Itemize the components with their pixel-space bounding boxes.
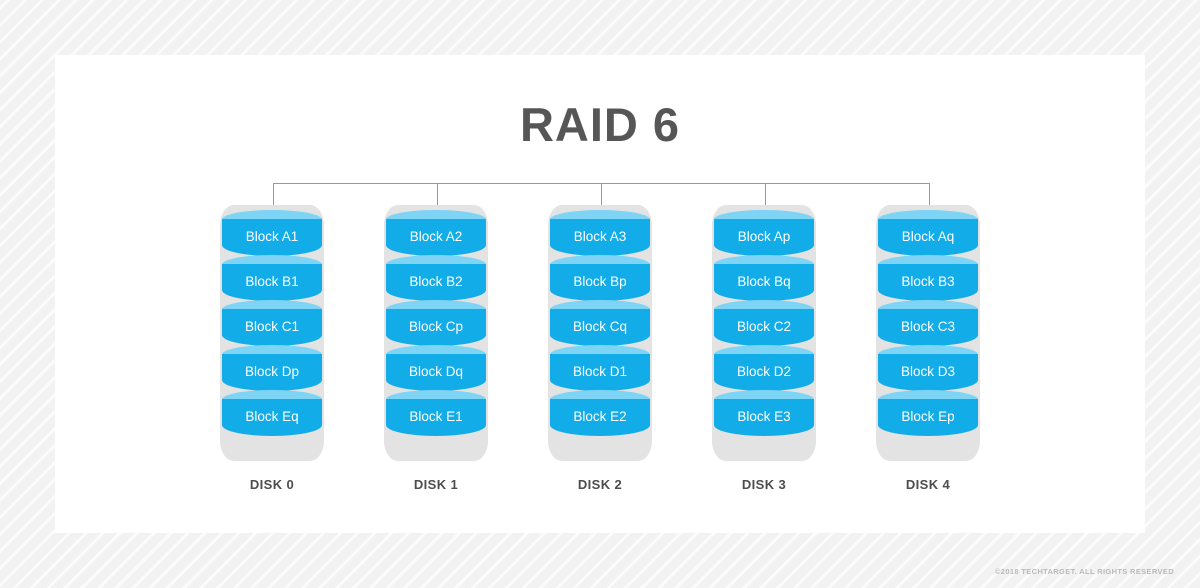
block-label: Block Bp bbox=[573, 273, 627, 289]
disk-block[interactable]: Block Dq bbox=[386, 345, 486, 391]
cylinder-body-icon bbox=[550, 399, 650, 436]
disk-block[interactable]: Block Cp bbox=[386, 300, 486, 346]
block-label: Block E2 bbox=[573, 408, 627, 424]
disk-block[interactable]: Block D1 bbox=[550, 345, 650, 391]
disk-block-stack: Block A1 Block B1 Block C1 Block Dp bbox=[217, 205, 327, 461]
cylinder-body-icon bbox=[222, 309, 322, 346]
block-label: Block Ep bbox=[901, 408, 955, 424]
disk-block[interactable]: Block Ep bbox=[878, 390, 978, 436]
disk-block[interactable]: Block Cq bbox=[550, 300, 650, 346]
block-label: Block A2 bbox=[409, 228, 463, 244]
block-label: Block A3 bbox=[573, 228, 627, 244]
disk-block[interactable]: Block E1 bbox=[386, 390, 486, 436]
cylinder-body-icon bbox=[550, 219, 650, 256]
cylinder-body-icon bbox=[714, 354, 814, 391]
cylinder-body-icon bbox=[550, 264, 650, 301]
disk-block-stack: Block Aq Block B3 Block C3 Block D3 bbox=[873, 205, 983, 461]
disk-block[interactable]: Block B3 bbox=[878, 255, 978, 301]
disk-block[interactable]: Block D3 bbox=[878, 345, 978, 391]
disk-block[interactable]: Block Dp bbox=[222, 345, 322, 391]
disk-block[interactable]: Block A1 bbox=[222, 210, 322, 256]
disk-block[interactable]: Block C2 bbox=[714, 300, 814, 346]
disk-block[interactable]: Block Aq bbox=[878, 210, 978, 256]
cylinder-body-icon bbox=[714, 399, 814, 436]
disk-3[interactable]: Block Ap Block Bq Block C2 Block D2 bbox=[709, 205, 819, 492]
block-label: Block E3 bbox=[737, 408, 791, 424]
block-label: Block Cq bbox=[572, 318, 628, 334]
cylinder-body-icon bbox=[386, 399, 486, 436]
disk-block[interactable]: Block B1 bbox=[222, 255, 322, 301]
disk-1[interactable]: Block A2 Block B2 Block Cp Block Dq bbox=[381, 205, 491, 492]
page-title: RAID 6 bbox=[519, 98, 681, 151]
block-label: Block D2 bbox=[736, 363, 792, 379]
disk-block[interactable]: Block A3 bbox=[550, 210, 650, 256]
block-label: Block Eq bbox=[245, 408, 299, 424]
disk-block[interactable]: Block A2 bbox=[386, 210, 486, 256]
cylinder-body-icon bbox=[222, 219, 322, 256]
disk-label: DISK 2 bbox=[577, 477, 623, 492]
disk-block[interactable]: Block Bp bbox=[550, 255, 650, 301]
disk-block[interactable]: Block B2 bbox=[386, 255, 486, 301]
cylinder-body-icon bbox=[222, 399, 322, 436]
block-label: Block B3 bbox=[901, 273, 955, 289]
disk-block-stack: Block A3 Block Bp Block Cq Block D1 bbox=[545, 205, 655, 461]
cylinder-body-icon bbox=[386, 264, 486, 301]
cylinder-body-icon bbox=[714, 309, 814, 346]
block-label: Block Bq bbox=[737, 273, 791, 289]
block-label: Block Dp bbox=[244, 363, 300, 379]
cylinder-body-icon bbox=[550, 354, 650, 391]
block-label: Block C1 bbox=[244, 318, 300, 334]
disk-block-stack: Block Ap Block Bq Block C2 Block D2 bbox=[709, 205, 819, 461]
disk-label: DISK 3 bbox=[741, 477, 787, 492]
cylinder-body-icon bbox=[386, 219, 486, 256]
disk-label: DISK 1 bbox=[413, 477, 459, 492]
cylinder-body-icon bbox=[878, 354, 978, 391]
disk-label: DISK 4 bbox=[905, 477, 951, 492]
disk-block[interactable]: Block D2 bbox=[714, 345, 814, 391]
cylinder-body-icon bbox=[550, 309, 650, 346]
cylinder-body-icon bbox=[878, 309, 978, 346]
disk-block[interactable]: Block Eq bbox=[222, 390, 322, 436]
cylinder-body-icon bbox=[386, 309, 486, 346]
disk-label: DISK 0 bbox=[249, 477, 295, 492]
disk-2[interactable]: Block A3 Block Bp Block Cq Block D1 bbox=[545, 205, 655, 492]
cylinder-body-icon bbox=[386, 354, 486, 391]
disk-block[interactable]: Block C1 bbox=[222, 300, 322, 346]
block-label: Block Ap bbox=[737, 228, 791, 244]
cylinder-body-icon bbox=[878, 264, 978, 301]
block-label: Block Cp bbox=[408, 318, 464, 334]
cylinder-body-icon bbox=[222, 264, 322, 301]
block-label: Block Aq bbox=[901, 228, 955, 244]
cylinder-body-icon bbox=[714, 219, 814, 256]
cylinder-body-icon bbox=[714, 264, 814, 301]
disk-block[interactable]: Block Bq bbox=[714, 255, 814, 301]
diagram-card: RAID 6 Block A1 Block B1 bbox=[55, 55, 1145, 533]
block-label: Block B2 bbox=[409, 273, 463, 289]
disk-block[interactable]: Block Ap bbox=[714, 210, 814, 256]
disk-4[interactable]: Block Aq Block B3 Block C3 Block D3 bbox=[873, 205, 983, 492]
disk-block[interactable]: Block C3 bbox=[878, 300, 978, 346]
copyright-notice: ©2018 TECHTARGET. ALL RIGHTS RESERVED bbox=[994, 567, 1174, 576]
block-label: Block A1 bbox=[245, 228, 299, 244]
block-label: Block D3 bbox=[900, 363, 956, 379]
disk-block-stack: Block A2 Block B2 Block Cp Block Dq bbox=[381, 205, 491, 461]
disk-block[interactable]: Block E2 bbox=[550, 390, 650, 436]
block-label: Block Dq bbox=[408, 363, 464, 379]
block-label: Block E1 bbox=[409, 408, 463, 424]
cylinder-body-icon bbox=[878, 219, 978, 256]
disk-block[interactable]: Block E3 bbox=[714, 390, 814, 436]
cylinder-body-icon bbox=[222, 354, 322, 391]
cylinder-body-icon bbox=[878, 399, 978, 436]
block-label: Block C3 bbox=[900, 318, 956, 334]
block-label: Block C2 bbox=[736, 318, 792, 334]
block-label: Block D1 bbox=[572, 363, 628, 379]
disk-row: Block A1 Block B1 Block C1 Block Dp bbox=[55, 205, 1145, 492]
disk-0[interactable]: Block A1 Block B1 Block C1 Block Dp bbox=[217, 205, 327, 492]
block-label: Block B1 bbox=[245, 273, 299, 289]
